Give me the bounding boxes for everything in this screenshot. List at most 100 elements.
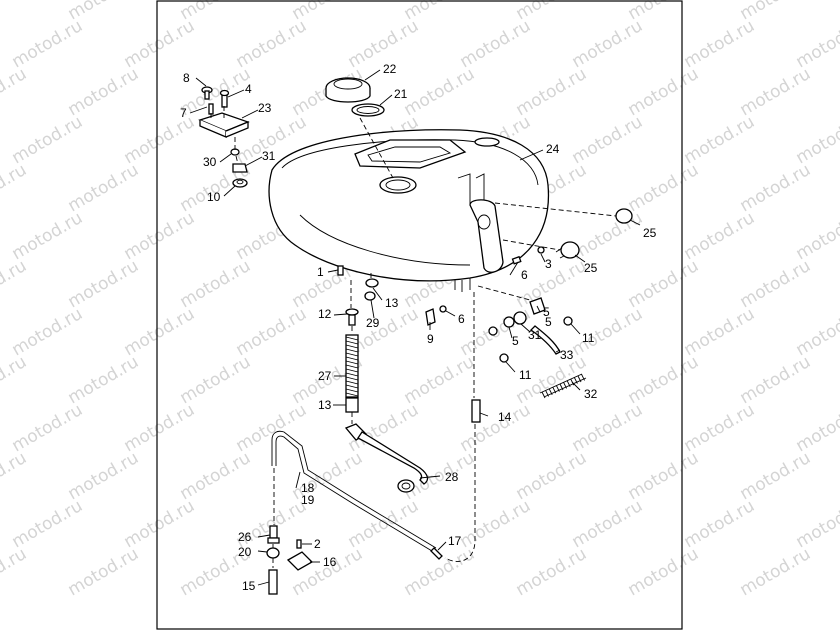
- label-17: 17: [448, 534, 462, 548]
- label-2: 2: [314, 537, 321, 551]
- watermark-text: motod.ru: [65, 544, 143, 600]
- watermark-text: motod.ru: [457, 496, 535, 552]
- label-30: 30: [203, 155, 217, 169]
- watermark-text: motod.ru: [681, 400, 759, 456]
- watermark-text: motod.ru: [233, 16, 311, 72]
- watermark-text: motod.ru: [9, 112, 87, 168]
- label-3: 3: [545, 257, 552, 271]
- fitting-6-lower: [439, 305, 447, 313]
- watermark-text: motod.ru: [401, 352, 479, 408]
- watermark-text: motod.ru: [625, 256, 703, 312]
- watermark-text: motod.ru: [401, 64, 479, 120]
- label-5c: 5: [512, 334, 519, 348]
- label-5b: 5: [545, 315, 552, 329]
- watermark-text: motod.ru: [625, 160, 703, 216]
- plug-25-top: [615, 208, 633, 224]
- watermark-text: motod.ru: [513, 544, 591, 600]
- watermark-text: motod.ru: [457, 400, 535, 456]
- label-15: 15: [242, 579, 256, 593]
- watermark-text: motod.ru: [177, 256, 255, 312]
- watermark-text: motod.ru: [177, 352, 255, 408]
- watermark-text: motod.ru: [65, 256, 143, 312]
- label-11b: 11: [519, 368, 532, 382]
- watermark-text: motod.ru: [9, 304, 87, 360]
- watermark-text: motod.ru: [121, 112, 199, 168]
- fuel-tank: [268, 129, 550, 292]
- watermark-text: motod.ru: [9, 16, 87, 72]
- watermark-text: motod.ru: [569, 112, 647, 168]
- hose-15: [268, 569, 278, 595]
- clip-16: [286, 551, 314, 571]
- watermark-text: motod.ru: [681, 496, 759, 552]
- fuel-cap: [325, 77, 371, 103]
- screw-2: [296, 539, 302, 549]
- watermark-text: motod.ru: [625, 544, 703, 600]
- watermark-text: motod.ru: [625, 64, 703, 120]
- label-9: 9: [427, 332, 434, 346]
- label-16: 16: [323, 555, 337, 569]
- watermark-text: motod.ru: [345, 496, 423, 552]
- label-21: 21: [394, 87, 408, 101]
- label-6b: 6: [458, 312, 465, 326]
- watermark-text: motod.ru: [121, 496, 199, 552]
- watermark-text: motod.ru: [625, 352, 703, 408]
- spacer-10: [232, 178, 248, 188]
- fitting-9: [425, 308, 436, 326]
- bolt-4: [219, 89, 230, 108]
- watermark-text: motod.ru: [793, 112, 840, 168]
- label-5a: 5: [543, 305, 550, 319]
- watermark-text: motod.ru: [177, 448, 255, 504]
- watermark-text: motod.ru: [0, 256, 30, 312]
- label-7: 7: [180, 106, 187, 120]
- watermark-text: motod.ru: [569, 16, 647, 72]
- watermark-text: motod.ru: [569, 208, 647, 264]
- watermark-text: motod.ru: [737, 256, 815, 312]
- label-4: 4: [245, 82, 252, 96]
- watermark-text: motod.ru: [681, 16, 759, 72]
- watermark-text: motod.ru: [513, 64, 591, 120]
- label-31b: 31: [528, 328, 542, 342]
- bolt-8: [201, 86, 213, 100]
- fuel-line-27: [345, 334, 359, 398]
- watermark-text: motod.ru: [121, 304, 199, 360]
- vent-line-18-19: [271, 430, 437, 552]
- label-22: 22: [383, 62, 397, 76]
- watermark-text: motod.ru: [0, 352, 30, 408]
- watermark-text: motod.ru: [793, 496, 840, 552]
- fuel-hose-33: [529, 325, 561, 355]
- watermark-text: motod.ru: [625, 448, 703, 504]
- watermark-text: motod.ru: [9, 496, 87, 552]
- watermark-text: motod.ru: [65, 352, 143, 408]
- clip-11-lower: [499, 353, 509, 363]
- watermark-text: motod.ru: [569, 304, 647, 360]
- watermark-text: motod.ru: [9, 208, 87, 264]
- watermark-text: motod.ru: [513, 448, 591, 504]
- watermark-text: motod.ru: [65, 448, 143, 504]
- screw-1: [337, 265, 344, 276]
- label-13a: 13: [385, 296, 399, 310]
- o-ring-13-upper: [365, 278, 379, 288]
- line-end-17: [430, 547, 443, 560]
- watermark-text: motod.ru: [233, 400, 311, 456]
- watermark-text: motod.ru: [9, 400, 87, 456]
- label-14: 14: [498, 410, 512, 424]
- nut-13-lower: [345, 397, 359, 413]
- crossover-tube-28: [344, 423, 429, 493]
- label-33: 33: [560, 348, 574, 362]
- part-labels: 8 4 7 23 30 31 10 22 21 24 25 25 3 6 1 1…: [180, 62, 657, 593]
- grommet-31: [232, 163, 248, 173]
- watermark-text: motod.ru: [0, 160, 30, 216]
- watermark-text: motod.ru: [121, 208, 199, 264]
- cap-gasket: [351, 103, 385, 117]
- label-19: 19: [301, 493, 315, 507]
- label-23: 23: [258, 101, 272, 115]
- label-6a: 6: [521, 268, 528, 282]
- watermark-text: motod.ru: [737, 160, 815, 216]
- watermark-text: motod.ru: [681, 112, 759, 168]
- watermark-text: motod.ru: [65, 64, 143, 120]
- bolt-7: [208, 103, 214, 115]
- watermark-text: motod.ru: [569, 400, 647, 456]
- watermark-text: motod.ru: [0, 64, 30, 120]
- spring-32: [539, 373, 587, 399]
- watermark-text: motod.ru: [793, 16, 840, 72]
